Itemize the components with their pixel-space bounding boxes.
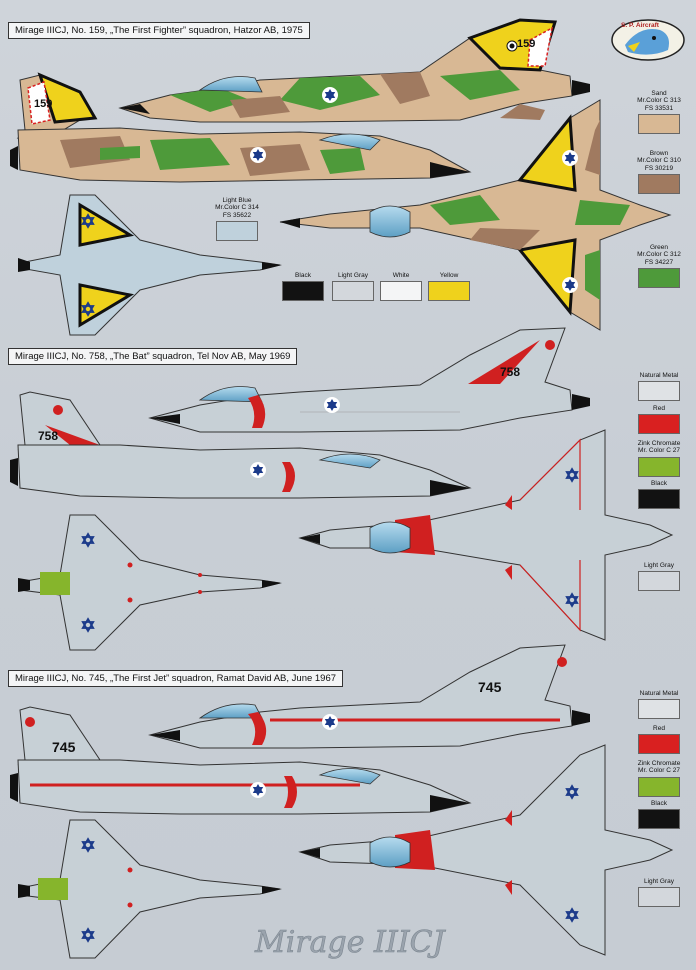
swatch-black-1-label: Black — [295, 272, 311, 279]
a3-topview — [298, 744, 674, 956]
a2-side-lower — [10, 391, 472, 499]
a3-side-lower — [10, 706, 472, 815]
swatch-lightgray-1-label: Light Gray — [338, 272, 368, 279]
swatch-sand-fs: FS 33531 — [644, 104, 674, 112]
brand-logo-text: S. P. Aircraft — [621, 22, 660, 29]
bottom-title: Mirage IIICJ — [254, 925, 447, 960]
a2-tail-number-right: 758 — [500, 365, 520, 379]
swatch-sand: Sand Mr.Color C 313 FS 33531 — [628, 90, 690, 135]
brand-logo — [611, 19, 685, 61]
a1-underside — [18, 194, 282, 336]
swatch-lightgray-2: Light Gray — [630, 562, 688, 592]
a3-underside — [18, 819, 282, 959]
swatch-green-fs: FS 34227 — [644, 258, 674, 266]
swatch-lightblue-chip — [216, 221, 258, 242]
swatch-brown-chip — [638, 174, 680, 195]
swatch-sand-chip — [638, 114, 680, 135]
swatch-natural-2-label: Natural Metal — [639, 372, 679, 379]
swatch-black-2: Black — [630, 480, 688, 510]
swatch-natural-2-chip — [638, 381, 680, 402]
swatch-sand-label: Sand — [651, 90, 667, 97]
swatch-yellow-1-label: Yellow — [439, 272, 459, 279]
swatch-zink-2-label: Zink Chromate — [637, 440, 681, 447]
swatch-black-2-label: Black — [651, 480, 667, 487]
swatch-green: Green Mr.Color C 312 FS 34227 — [628, 244, 690, 289]
swatch-black-1: Black — [280, 272, 326, 302]
swatch-zink-3-chip — [638, 776, 680, 797]
swatch-yellow-1-chip — [428, 281, 470, 302]
swatch-brown: Brown Mr.Color C 310 FS 30219 — [628, 150, 690, 195]
caption-aircraft-3: Mirage IIICJ, No. 745, „The First Jet” s… — [8, 670, 344, 687]
swatch-lightblue: Light Blue Mr.Color C 314 FS 35622 — [206, 197, 268, 242]
a1-tail-number-right: 159 — [517, 38, 535, 50]
swatch-zink-2-chip — [638, 456, 680, 477]
swatch-red-3-label: Red — [653, 725, 665, 732]
swatch-white-1-chip — [380, 281, 422, 302]
swatch-zink-2: Zink Chromate Mr. Color C 27 — [630, 440, 688, 477]
a1-side-upper — [118, 18, 590, 123]
swatch-lightgray-3-label: Light Gray — [644, 878, 674, 885]
swatch-lightgray-1: Light Gray — [330, 272, 376, 302]
swatch-natural-3-label: Natural Metal — [639, 690, 679, 697]
swatch-lightgray-2-chip — [638, 571, 680, 592]
a2-topview — [298, 429, 674, 641]
swatch-natural-2: Natural Metal — [630, 372, 688, 402]
swatch-sand-mrcolor: Mr.Color C 313 — [637, 97, 681, 105]
swatch-black-1-chip — [282, 281, 324, 302]
swatch-lightblue-mrcolor: Mr.Color C 314 — [215, 204, 259, 212]
swatch-natural-3-chip — [638, 699, 680, 720]
swatch-lightgray-1-chip — [332, 281, 374, 302]
caption-aircraft-2: Mirage IIICJ, No. 758, „The Bat” squadro… — [8, 348, 298, 365]
swatch-lightgray-3: Light Gray — [630, 878, 688, 908]
swatch-lightgray-2-label: Light Gray — [644, 562, 674, 569]
swatch-green-label: Green — [649, 244, 669, 251]
swatch-red-3-chip — [638, 734, 680, 755]
a3-side-upper — [148, 644, 590, 749]
swatch-red-2-label: Red — [653, 405, 665, 412]
swatch-black-3: Black — [630, 800, 688, 830]
swatch-red-2-chip — [638, 414, 680, 435]
swatch-black-2-chip — [638, 489, 680, 510]
swatch-red-3: Red — [630, 725, 688, 755]
a1-tail-number: 159 — [34, 98, 52, 110]
caption-aircraft-1: Mirage IIICJ, No. 159, „The First Fighte… — [8, 22, 310, 39]
swatch-zink-3: Zink Chromate Mr. Color C 27 — [630, 760, 688, 797]
swatch-green-chip — [638, 268, 680, 289]
swatch-lightgray-3-chip — [638, 887, 680, 908]
swatch-zink-3-label: Zink Chromate — [637, 760, 681, 767]
swatch-brown-mrcolor: Mr.Color C 310 — [637, 157, 681, 165]
a1-side-lower: 159 — [10, 72, 472, 183]
swatch-red-2: Red — [630, 405, 688, 435]
a2-underside — [18, 514, 282, 651]
swatch-green-mrcolor: Mr.Color C 312 — [637, 251, 681, 259]
swatch-zink-2-mrcolor: Mr. Color C 27 — [638, 447, 680, 455]
swatch-white-1: White — [378, 272, 424, 302]
swatch-natural-3: Natural Metal — [630, 690, 688, 720]
swatch-lightblue-label: Light Blue — [222, 197, 252, 204]
a2-side-upper — [148, 327, 590, 433]
swatch-black-3-chip — [638, 809, 680, 830]
swatch-lightblue-fs: FS 35622 — [222, 211, 252, 219]
swatch-brown-fs: FS 30219 — [644, 164, 674, 172]
swatch-brown-label: Brown — [649, 150, 669, 157]
swatch-yellow-1: Yellow — [426, 272, 472, 302]
a1-topview — [279, 99, 672, 331]
swatch-zink-3-mrcolor: Mr. Color C 27 — [638, 767, 680, 775]
swatch-white-1-label: White — [392, 272, 410, 279]
a2-tail-number: 758 — [38, 429, 58, 443]
a3-tail-number-right: 745 — [478, 679, 502, 695]
swatch-black-3-label: Black — [651, 800, 667, 807]
a3-tail-number: 745 — [52, 739, 76, 755]
